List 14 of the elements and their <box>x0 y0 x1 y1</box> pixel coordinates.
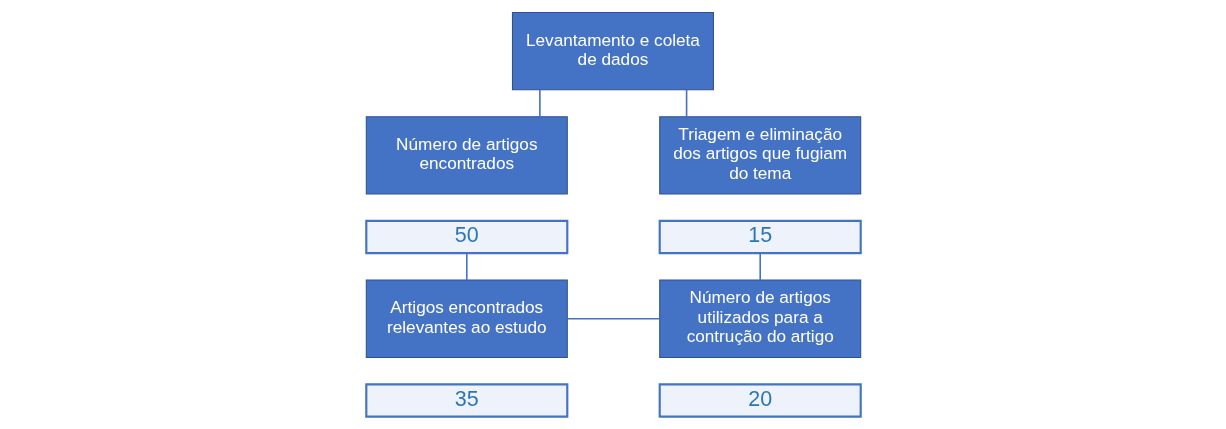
node-box: Levantamento e coleta de dados <box>511 11 714 91</box>
node-box: 15 <box>658 219 862 255</box>
connector <box>538 89 541 118</box>
node-box: Número de artigos encontrados <box>365 116 568 195</box>
node-box: 50 <box>364 219 568 255</box>
node-box: 35 <box>364 383 568 418</box>
connector <box>685 89 687 118</box>
node-box: Triagem e eliminação dos artigos que fugiam do tema <box>658 116 861 195</box>
connector <box>758 252 761 281</box>
connector <box>566 317 660 320</box>
connector <box>465 252 468 281</box>
node-box: 20 <box>658 383 862 418</box>
node-box: Artigos encontrados relevantes ao estudo <box>365 279 568 358</box>
node-box: Número de artigos utilizados para a contrução do artigo <box>658 279 861 358</box>
